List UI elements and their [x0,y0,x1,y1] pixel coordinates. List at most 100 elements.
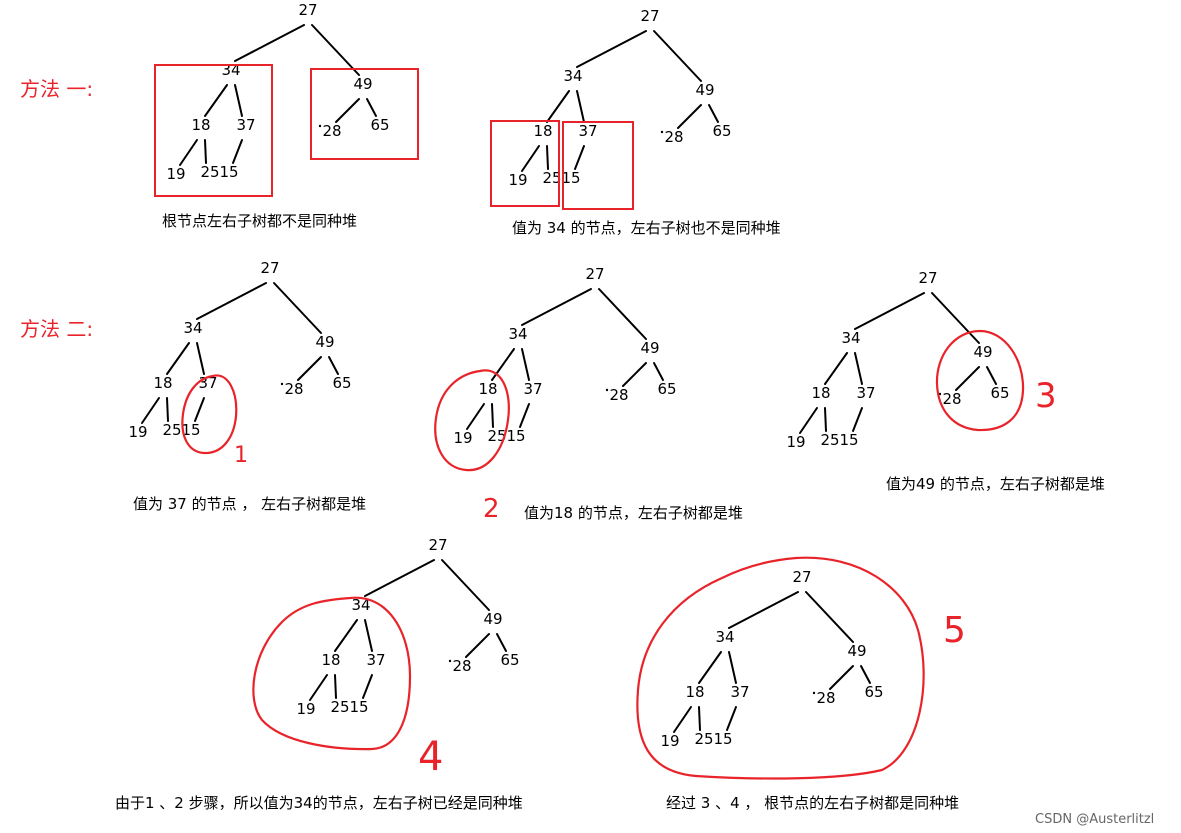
tree-4-edge-37-15 [519,403,530,428]
tree-6-edge-49-28 [465,633,490,658]
tree-2-edge-37-15 [574,145,585,170]
tree-5-edge-49-28 [955,366,980,391]
tree-3-node-49: 49 [315,333,334,351]
caption-m1-left: 根节点左右子树都不是同种堆 [162,212,357,230]
tree-2-node-34: 34 [563,67,582,85]
tree-5-stray-dot [938,392,942,396]
tree-4-node-37: 37 [523,380,542,398]
tree-6-edge-27-49 [441,559,490,611]
tree-5-edge-37-15 [852,407,863,432]
tree-6-edge-18-19 [309,674,328,701]
tree-4-edge-18-19 [466,403,485,430]
tree-3-edge-27-49 [273,282,322,334]
tree-3-edge-27-34 [196,282,267,320]
tree-1-edge-49-65 [366,98,377,117]
m1-node37-subtree-box [562,121,634,210]
tree-5-edge-34-18 [824,352,848,385]
tree-3-stray-dot [280,382,284,386]
caption-m2-step3: 值为49 的节点，左右子树都是堆 [886,475,1105,493]
tree-2-edge-34-37 [576,90,585,123]
step-mark-4: 4 [418,734,443,780]
tree-4-edge-27-34 [521,288,592,326]
tree-5-node-28: 28 [942,390,961,408]
tree-6-node-27: 27 [428,536,447,554]
tree-4-edge-34-37 [521,348,530,381]
tree-3-node-34: 34 [183,319,202,337]
tree-3-node-18: 18 [153,374,172,392]
caption-m2-step2: 值为18 的节点，左右子树都是堆 [524,504,743,522]
tree-6-node-37: 37 [366,651,385,669]
tree-5-node-37: 37 [856,384,875,402]
tree-5-node-19: 19 [786,433,805,451]
tree-7-node-27: 27 [792,568,811,586]
tree-6-node-49: 49 [483,610,502,628]
tree-3-node-15: 15 [181,421,200,439]
tree-7-edge-27-34 [728,591,799,629]
tree-3-edge-34-18 [166,342,190,375]
tree-1-node-49: 49 [353,75,372,93]
tree-7-node-18: 18 [685,683,704,701]
tree-2-node-19: 19 [508,171,527,189]
m2-step4-loop [252,596,412,751]
tree-5-node-65: 65 [990,384,1009,402]
tree-6-stray-dot [448,659,452,663]
tree-3-edge-49-28 [297,356,322,381]
tree-4-node-65: 65 [657,380,676,398]
method-two-label: 方法 二: [20,317,93,341]
tree-6-node-25: 25 [330,698,349,716]
caption-m2-step5: 经过 3 、4 ， 根节点的左右子树都是同种堆 [666,794,959,812]
tree-2-node-65: 65 [712,122,731,140]
tree-6-node-65: 65 [500,651,519,669]
tree-2-node-49: 49 [695,81,714,99]
tree-5-node-49: 49 [973,343,992,361]
tree-4-edge-49-65 [653,362,664,381]
step-mark-3: 3 [1035,376,1057,416]
tree-5-edge-49-65 [986,366,997,385]
tree-4-edge-34-18 [491,348,515,381]
tree-7-edge-18-19 [673,706,692,733]
tree-3-edge-34-37 [196,342,205,375]
tree-1-edge-37-15 [232,139,243,164]
tree-2-edge-49-65 [708,104,719,123]
tree-7-edge-49-28 [829,665,854,690]
tree-7-node-34: 34 [715,628,734,646]
step-mark-2: 2 [483,494,500,524]
tree-3-node-25: 25 [162,421,181,439]
tree-7-edge-27-49 [805,591,854,643]
watermark: CSDN @Austerlitzl [1035,812,1154,827]
tree-7-node-25: 25 [694,730,713,748]
tree-5-edge-18-19 [799,407,818,434]
tree-6-node-34: 34 [351,596,370,614]
tree-6-edge-34-18 [334,619,358,652]
tree-3-node-65: 65 [332,374,351,392]
caption-m2-step4: 由于1 、2 步骤，所以值为34的节点，左右子树已经是同种堆 [115,794,523,812]
tree-6-node-15: 15 [349,698,368,716]
m2-step3-loop [935,329,1025,432]
tree-1-node-34: 34 [221,61,240,79]
tree-4-edge-18-25 [491,403,494,428]
tree-2-node-25: 25 [542,169,561,187]
tree-1-stray-dot [318,124,322,128]
tree-2-node-28: 28 [664,128,683,146]
tree-6-node-18: 18 [321,651,340,669]
tree-2-node-18: 18 [533,122,552,140]
tree-1-edge-49-28 [335,98,360,123]
tree-4-node-49: 49 [640,339,659,357]
tree-5-edge-18-25 [824,407,827,432]
tree-3-edge-37-15 [194,397,205,422]
tree-6-edge-18-25 [334,674,337,699]
tree-5-node-18: 18 [811,384,830,402]
tree-7-node-15: 15 [713,730,732,748]
tree-6-edge-37-15 [362,674,373,699]
tree-1-node-28: 28 [322,122,341,140]
tree-7-edge-34-18 [698,651,722,684]
tree-6-edge-27-34 [364,559,435,597]
tree-2-edge-27-34 [576,30,647,68]
m2-step2-loop [434,369,510,472]
tree-3-edge-18-19 [141,397,160,424]
tree-5-edge-34-37 [854,352,863,385]
tree-3-edge-49-65 [328,356,339,375]
tree-3-node-19: 19 [128,423,147,441]
tree-6-edge-34-37 [364,619,373,652]
